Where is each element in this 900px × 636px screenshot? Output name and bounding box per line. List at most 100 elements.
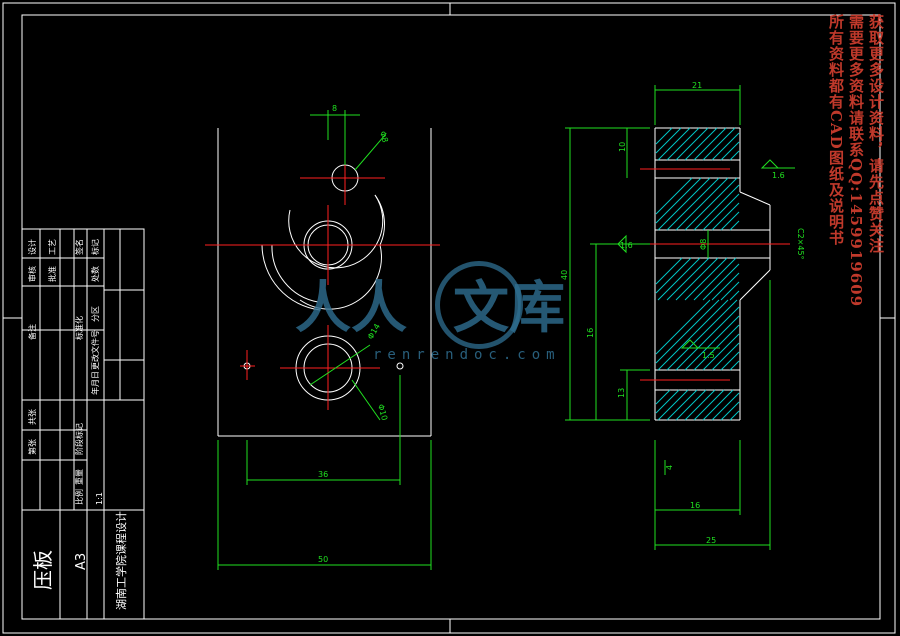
label-weight: 重量 (74, 469, 84, 485)
hatch-line (684, 389, 716, 421)
label-approve: 批准 (47, 266, 57, 282)
watermark-line-3: 所有资料都有CAD图纸及说明书 (827, 14, 845, 246)
hatch-line (729, 410, 740, 421)
label-standardize: 标准化 (74, 316, 84, 340)
school-name: 湖南工学院课程设计 (114, 511, 128, 610)
label-sheet-total: 共张 (28, 409, 37, 425)
title-block-text: 压板 A3 湖南工学院课程设计 1:1 设计 审核 工艺 批准 标记 处数 分区… (27, 239, 128, 610)
hatch-line (657, 127, 691, 161)
hatch-line (684, 257, 728, 301)
hatch-line (684, 127, 718, 161)
dim-side-bottom: 25 (706, 536, 716, 545)
hatch-line (711, 202, 740, 231)
label-craft: 工艺 (48, 239, 57, 255)
logo-right-text: 文库 (453, 275, 565, 341)
hatch-line (666, 299, 738, 371)
hatch-line (675, 389, 707, 421)
label-checker: 审核 (27, 266, 37, 282)
label-date: 年月日 (90, 371, 100, 395)
label-stage-mark: 阶段标记 (74, 423, 84, 455)
hatch-line (657, 257, 701, 301)
renrendoc-logo: 人人 文库 renrendoc.com (295, 255, 595, 375)
hatch-line (655, 127, 673, 145)
hatch-line (675, 257, 719, 301)
hatch-line (702, 389, 734, 421)
label-change-doc: 更改文件号 (90, 330, 100, 370)
label-sheet-no: 第张 (27, 439, 37, 455)
side-centerlines (630, 168, 790, 381)
hatch-line (729, 360, 740, 371)
hatch-line (655, 177, 693, 215)
hatch-line (657, 389, 689, 421)
hatch-line (655, 389, 680, 414)
dim-side-total: 40 (560, 270, 569, 280)
hatch-line (702, 263, 740, 301)
hatch-line (655, 389, 671, 405)
logo-left-text: 人人 (295, 275, 407, 341)
hatch-line (675, 306, 740, 371)
side-view (654, 127, 771, 421)
watermark-line-2: 需要更多资料请联系QQ:1459919609 (847, 14, 865, 308)
dim-side-bore: Φ8 (699, 239, 708, 250)
hatch-line (655, 257, 692, 294)
dim-side-h1: 10 (618, 142, 627, 152)
label-count: 处数 (90, 266, 100, 282)
dim-hole-bottom: Φ10 (376, 403, 389, 421)
front-dimensions (217, 110, 432, 570)
watermark-line-1: 获取更多设计资料，请先点赞关注 (867, 14, 885, 254)
hatch-line (711, 342, 740, 371)
hatch-line (702, 333, 740, 371)
label-note: 备注 (27, 324, 37, 340)
scale-value: 1:1 (95, 492, 104, 505)
hatch-line (693, 127, 727, 161)
dim-front-top: 8 (332, 104, 337, 113)
hatch-line (655, 257, 683, 285)
hatch-line (655, 299, 711, 355)
hatch-line (720, 141, 740, 161)
side-dimensions (565, 85, 795, 550)
dim-rough-1: 1.6 (772, 171, 785, 180)
hatch-line (657, 177, 711, 231)
dim-side-low: 13 (617, 388, 626, 398)
side-dimension-text: 21 10 40 16 13 Φ8 C2×45° 16 25 1.6 1.6 1… (560, 81, 805, 545)
hatch-line (720, 401, 740, 421)
label-signature: 签名 (74, 239, 84, 255)
dim-side-top: 21 (692, 81, 702, 90)
hatch-line (684, 177, 738, 231)
dim-side-bottom-inner: 16 (690, 501, 700, 510)
dim-hole-small: Φ8 (378, 130, 390, 143)
hatch-line (666, 177, 720, 231)
hatch-line (684, 315, 740, 371)
hatch-line (720, 211, 740, 231)
hatch-line (720, 281, 740, 301)
hatch-line (666, 389, 698, 421)
side-hatching (655, 127, 740, 421)
hatch-line (655, 177, 702, 224)
dim-rough-3: 1.5 (702, 351, 715, 360)
label-ratio: 比例 (74, 489, 84, 505)
front-centerlines (205, 142, 440, 410)
logo-ring-icon (435, 261, 523, 349)
dim-front-width: 50 (318, 555, 328, 564)
dim-front-inner: 36 (318, 470, 328, 479)
hatch-line (729, 290, 740, 301)
sheet-size: A3 (74, 553, 89, 570)
hatch-line (711, 132, 740, 161)
hatch-line (729, 220, 740, 231)
hatch-line (675, 127, 709, 161)
hatch-line (666, 257, 710, 301)
dim-small-4: 4 (665, 465, 674, 470)
hatch-line (666, 127, 700, 161)
hatch-line (655, 127, 682, 154)
label-mark: 标记 (90, 239, 100, 255)
hatch-line (675, 177, 729, 231)
part-name: 压板 (31, 550, 55, 590)
dim-rough-2: 1.6 (620, 241, 633, 250)
hatch-line (655, 299, 720, 364)
dim-side-mid: 16 (586, 328, 595, 338)
hatch-line (711, 272, 740, 301)
hatch-line (693, 257, 737, 301)
hatch-line (711, 392, 740, 421)
hatch-line (657, 299, 729, 371)
